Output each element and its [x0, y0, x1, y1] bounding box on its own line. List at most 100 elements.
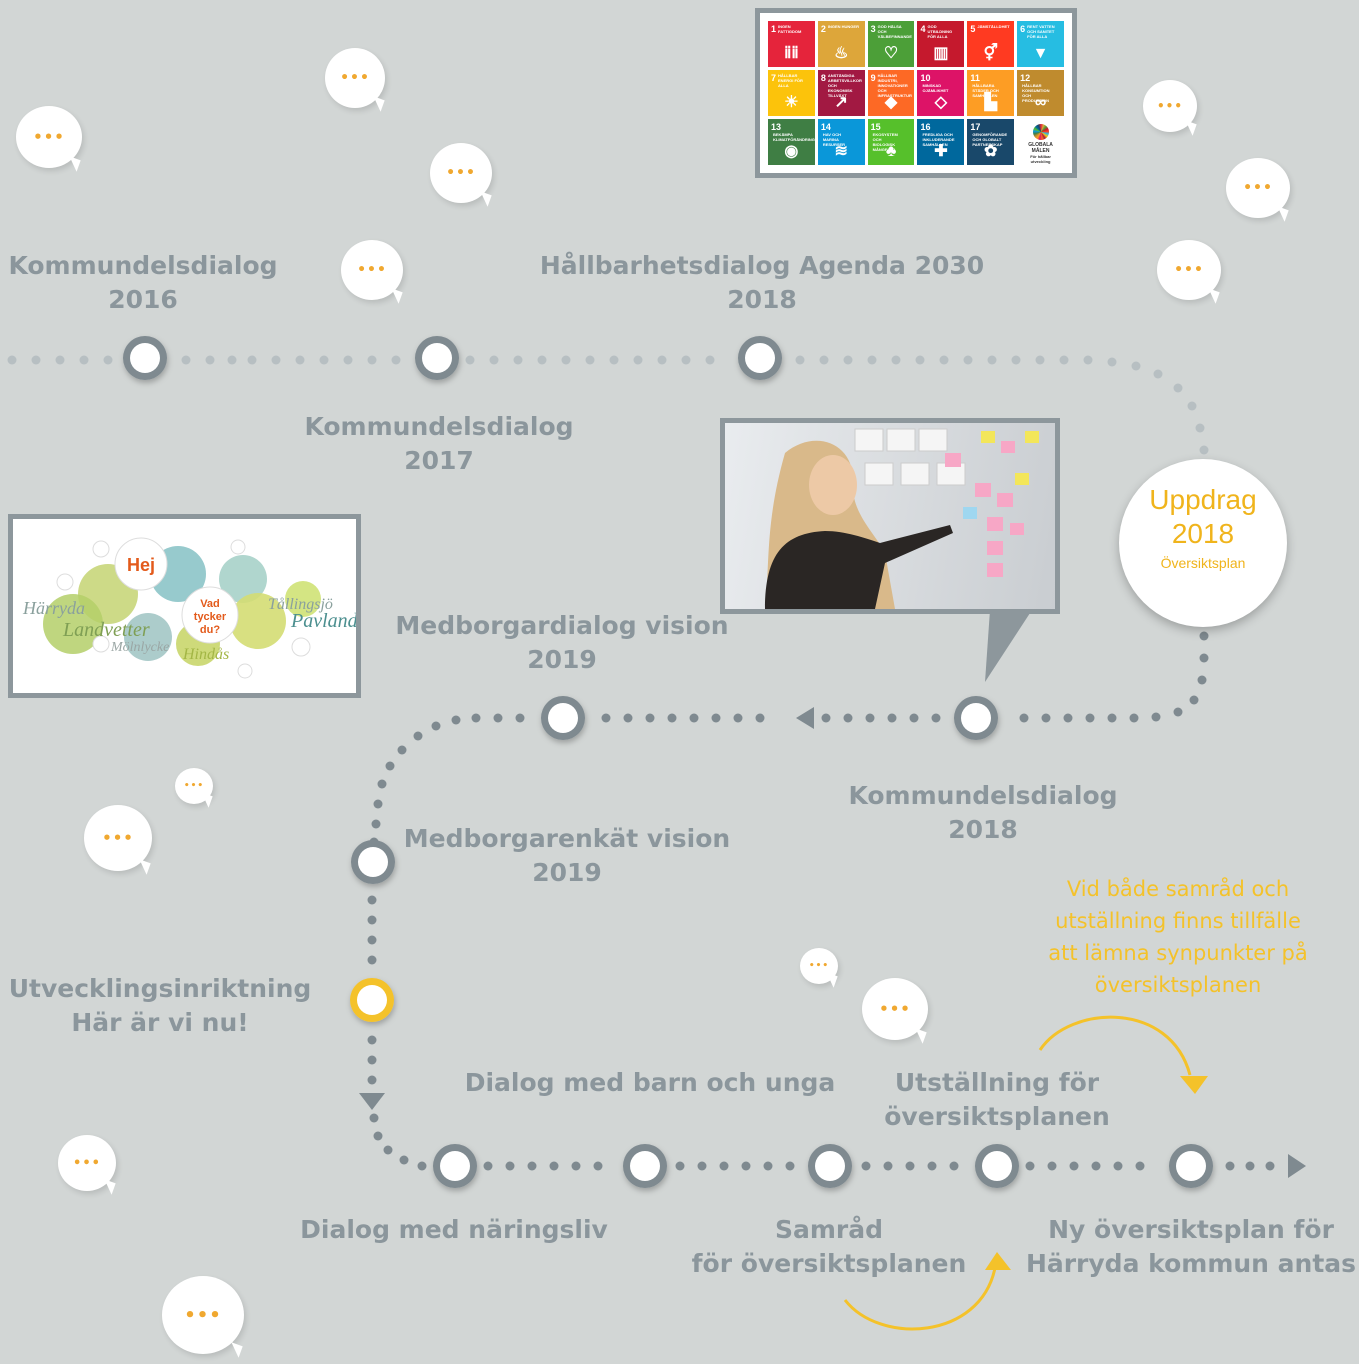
- milestone-node-hd2018: [738, 336, 782, 380]
- milestone-node-antas: [1169, 1144, 1213, 1188]
- sdg-tile-8: 8Anständiga arbetsvillkor och ekonomisk …: [817, 70, 865, 116]
- sdg-tile-title: Ingen hunger: [827, 24, 859, 29]
- sdg-tile-9: 9Hållbar industri, innovationer och infr…: [867, 70, 915, 116]
- sdg-tile-15: 15Ekosystem och biologisk mångfald♣: [867, 119, 915, 165]
- sdg-tile-icon: ▥: [933, 45, 949, 62]
- sdg-tile-number: 1: [771, 24, 777, 34]
- sdg-tile-title: Rent vatten och sanitet för alla: [1027, 24, 1055, 39]
- sdg-tile-14: 14Hav och marina resurser≋: [817, 119, 865, 165]
- sdg-tile-4: 4God utbildning för alla▥: [917, 21, 965, 67]
- sdg-tile-title: Hållbar energi för alla: [778, 73, 803, 88]
- sdg-tile-number: 5: [970, 24, 976, 34]
- sdg-tile-title: Hav och marina resurser: [822, 132, 846, 147]
- sdg-tile-13: 13Bekämpa klimatförändringarna◉: [768, 119, 815, 165]
- speech-bubble-icon: •••: [1226, 158, 1290, 222]
- milestone-node-kd2017: [415, 336, 459, 380]
- dialog-place-tallingsjo: Tållingsjö: [268, 596, 333, 613]
- sdg-tile-icon: ☀: [784, 94, 799, 111]
- sdg-goals-image: 1Ingen fattigdom ⅱⅱ 2Ingen hunger ♨ 3God häl…: [755, 8, 1077, 178]
- dialog-hej-text: Hej: [127, 555, 155, 575]
- sdg-tile-title: God utbildning för alla: [927, 24, 953, 39]
- speech-bubble-icon: •••: [16, 106, 82, 172]
- sdg-tile-7: 7Hållbar energi för alla ☀: [768, 70, 815, 116]
- sdg-tile-icon: ♨: [834, 45, 849, 62]
- sdg-tile-number: 7: [771, 73, 777, 83]
- speech-bubble-icon: •••: [430, 143, 492, 207]
- sdg-tile-icon: ◇: [934, 94, 948, 111]
- sdg-tile-title: Genomförande och globalt partnerskap: [972, 132, 1008, 147]
- sdg-tile-title: Anständiga arbetsvillkor och ekonomisk t…: [827, 73, 862, 98]
- sdg-tile-number: 10: [920, 73, 931, 83]
- sdg-tile-number: 8: [820, 73, 826, 83]
- sdg-tile-16: 16Fredliga och inkluderande samhällen✚: [917, 119, 965, 165]
- dialog-collage-illustration: Hej Vad tycker du? Härryda Landvetter Tå…: [22, 537, 356, 679]
- sdg-tile-12: 12Hållbar konsumtion och produktion∞: [1017, 70, 1064, 116]
- dialog-du-text: du?: [200, 624, 220, 636]
- sdg-tile-icon: ▼: [1032, 45, 1049, 62]
- milestone-node-barn: [623, 1144, 667, 1188]
- speech-bubble-icon: •••: [175, 768, 214, 808]
- milestone-node-kd2018: [954, 696, 998, 740]
- sdg-tile-number: 13: [771, 122, 782, 132]
- sdg-tile-number: 12: [1020, 73, 1031, 83]
- sdg-tile-11: 11Hållbara städer och samhällen▙: [967, 70, 1015, 116]
- milestone-node-naringsliv: [433, 1144, 477, 1188]
- sdg-tile-number: 15: [870, 122, 881, 132]
- arrow-right-icon: [1288, 1154, 1306, 1178]
- dialog-collage-image: Hej Vad tycker du? Härryda Landvetter Tå…: [8, 514, 361, 698]
- sdg-tile-icon: ✚: [934, 143, 948, 160]
- curved-arrow-top-head: [1180, 1076, 1208, 1094]
- sdg-logo-subtitle: För hållbar utveckling: [1030, 154, 1051, 164]
- speech-bubble-icon: •••: [162, 1276, 244, 1358]
- uppdrag-badge: Uppdrag 2018 Översiktsplan: [1119, 459, 1287, 627]
- curved-arrow-bottom: [843, 1267, 997, 1331]
- sdg-tile-10: 10Minskad ojämlikhet◇: [917, 70, 965, 116]
- dialog-tycker-text: tycker: [194, 611, 227, 623]
- sdg-tile-5: 5Jämställdhet⚥: [967, 21, 1015, 67]
- sdg-tile-icon: ✿: [984, 143, 998, 160]
- speech-bubble-icon: •••: [862, 978, 928, 1044]
- sdg-tile-icon: ↗: [834, 94, 848, 111]
- sdg-tile-icon: ♣: [885, 143, 897, 160]
- sdg-tile-3: 3God hälsa och välbefinnande♡: [867, 21, 915, 67]
- speech-bubble-icon: •••: [1143, 80, 1197, 136]
- sdg-tile-title: Hållbara städer och samhällen: [972, 83, 999, 98]
- dialog-place-hindas: Hindås: [182, 646, 229, 663]
- dialog-place-harryda: Härryda: [22, 598, 85, 618]
- milestone-node-mdv2019: [541, 696, 585, 740]
- speech-bubble-icon: •••: [84, 805, 152, 875]
- sdg-tile-title: Fredliga och inkluderande samhällen: [922, 132, 955, 147]
- sdg-wheel-icon: [1032, 124, 1049, 140]
- track-right-descent: [367, 631, 1275, 1171]
- label-barn: Dialog med barn och unga: [464, 1068, 836, 1097]
- sdg-tile-number: 11: [970, 73, 980, 83]
- sdg-tile-title: Ingen fattigdom: [778, 24, 802, 34]
- sdg-tile-icon: ≋: [834, 143, 848, 160]
- sdg-logo-title: GLOBALA MÅLEN: [1028, 142, 1053, 154]
- track-row-1: [7, 355, 1209, 455]
- sdg-tile-icon: ⅱⅱ: [784, 45, 799, 62]
- sdg-tile-icon: ◉: [784, 143, 799, 160]
- sdg-tile-17: 17Genomförande och globalt partnerskap✿: [967, 119, 1015, 165]
- sdg-tile-2: 2Ingen hunger ♨: [817, 21, 865, 67]
- curved-arrow-top: [1038, 1015, 1192, 1076]
- sdg-tile-icon: ♡: [883, 45, 899, 62]
- speech-bubble-icon: •••: [341, 240, 403, 304]
- sdg-tile-title: Bekämpa klimatförändringarna: [773, 132, 815, 142]
- sdg-tile-number: 2: [820, 24, 826, 34]
- arrow-down-icon: [359, 1093, 385, 1110]
- milestone-node-kd2016: [123, 336, 167, 380]
- photo-callout-pointer: [985, 610, 1032, 682]
- sdg-tile-number: 3: [870, 24, 876, 34]
